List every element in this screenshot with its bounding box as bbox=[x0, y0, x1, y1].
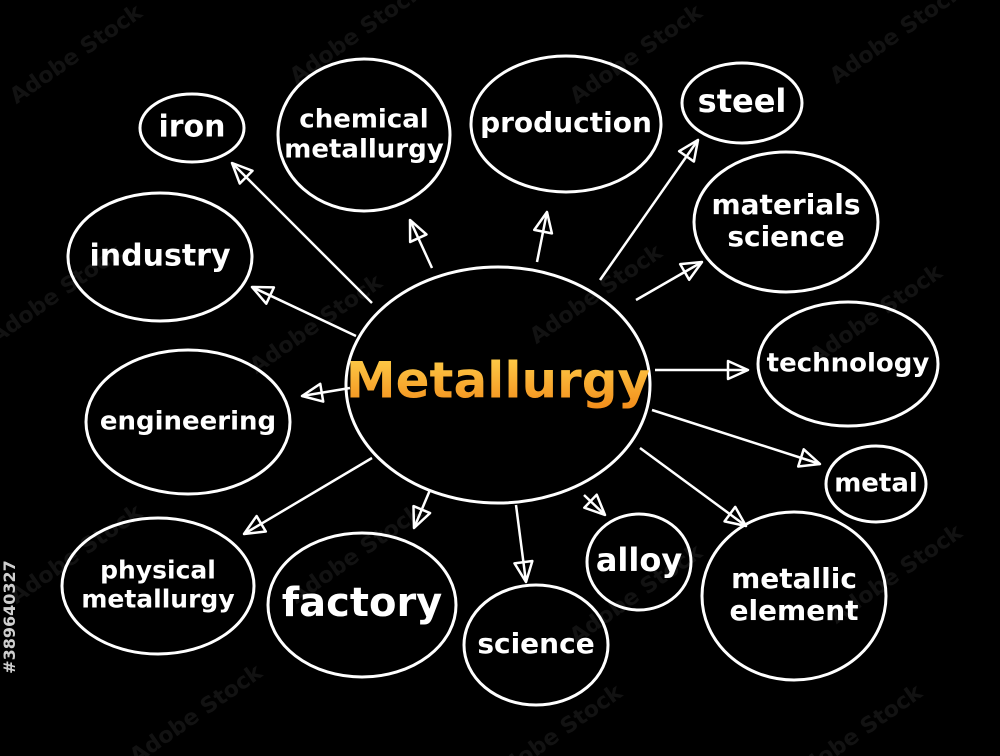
link-engineering bbox=[301, 386, 351, 398]
node-label-science-0: science bbox=[477, 627, 594, 660]
node-steel: steel bbox=[680, 61, 804, 145]
node-ellipse-physical-metallurgy bbox=[60, 516, 256, 656]
arrowhead-iron bbox=[230, 161, 254, 185]
arrowhead-alloy bbox=[583, 493, 607, 517]
node-ellipse-engineering bbox=[84, 348, 292, 496]
node-label-engineering-0: engineering bbox=[100, 407, 276, 437]
node-label-iron-0: iron bbox=[158, 110, 225, 145]
node-factory: factory bbox=[266, 531, 458, 679]
arrowhead-factory bbox=[412, 504, 432, 530]
node-ellipse-production bbox=[469, 54, 663, 194]
center-ellipse bbox=[344, 265, 652, 505]
link-iron bbox=[231, 162, 373, 304]
watermark-text: Adobe Stock bbox=[565, 0, 708, 109]
node-label-metallic-element-1: element bbox=[729, 594, 858, 627]
arrowhead-production bbox=[533, 210, 554, 235]
node-label-factory-0: factory bbox=[282, 580, 443, 626]
watermark-text: Adobe Stock bbox=[5, 0, 148, 109]
node-ellipse-alloy bbox=[585, 512, 693, 612]
arrowhead-industry bbox=[250, 285, 276, 305]
node-label-metallic-element-0: metallic bbox=[731, 562, 857, 595]
stock-id-label: #389640327 bbox=[0, 560, 19, 674]
link-materials-science bbox=[635, 260, 703, 302]
node-ellipse-industry bbox=[66, 191, 254, 323]
arrowhead-engineering bbox=[300, 382, 325, 403]
link-metallic-element bbox=[639, 446, 747, 528]
arrowhead-metallic-element bbox=[723, 505, 748, 528]
node-ellipse-metal bbox=[824, 444, 928, 524]
arrowhead-materials-science bbox=[678, 260, 704, 282]
links-layer bbox=[230, 138, 822, 584]
node-alloy: alloy bbox=[585, 512, 693, 612]
node-ellipse-materials-science bbox=[692, 150, 880, 294]
node-ellipse-factory bbox=[266, 531, 458, 679]
node-label-chemical-metallurgy-0: chemical bbox=[299, 105, 428, 135]
node-label-steel-0: steel bbox=[698, 82, 787, 120]
center-label: Metallurgy bbox=[346, 352, 650, 410]
node-engineering: engineering bbox=[84, 348, 292, 496]
node-science: science bbox=[462, 583, 610, 707]
node-ellipse-iron bbox=[138, 92, 246, 164]
node-technology: technology bbox=[756, 300, 940, 428]
node-label-industry-0: industry bbox=[89, 239, 230, 274]
node-industry: industry bbox=[66, 191, 254, 323]
link-chemical-metallurgy bbox=[408, 219, 434, 269]
node-ellipse-technology bbox=[756, 300, 940, 428]
node-production: production bbox=[469, 54, 663, 194]
node-iron: iron bbox=[138, 92, 246, 164]
arrowhead-metal bbox=[796, 448, 822, 468]
link-science bbox=[514, 504, 528, 583]
link-metal bbox=[651, 408, 821, 466]
node-label-physical-metallurgy-1: metallurgy bbox=[81, 584, 234, 613]
node-label-metal-0: metal bbox=[834, 469, 918, 499]
node-ellipse-metallic-element bbox=[700, 510, 888, 682]
watermark-text: Adobe Stock bbox=[285, 0, 428, 89]
arrowhead-science bbox=[513, 559, 534, 584]
link-steel bbox=[598, 139, 700, 281]
arrowhead-steel bbox=[677, 138, 700, 163]
node-label-technology-0: technology bbox=[767, 349, 930, 379]
node-label-production-0: production bbox=[480, 106, 652, 139]
watermark-text: Adobe Stock bbox=[825, 0, 968, 89]
link-production bbox=[535, 211, 549, 263]
link-alloy bbox=[583, 494, 606, 516]
arrowhead-physical-metallurgy bbox=[242, 514, 268, 536]
node-ellipse-science bbox=[462, 583, 610, 707]
node-label-materials-science-1: science bbox=[727, 220, 844, 253]
node-label-physical-metallurgy-0: physical bbox=[100, 556, 216, 585]
arrowhead-chemical-metallurgy bbox=[408, 218, 428, 244]
node-ellipse-chemical-metallurgy bbox=[276, 57, 452, 213]
watermark-text: Adobe Stock bbox=[785, 679, 928, 756]
center-node: Metallurgy bbox=[344, 265, 652, 505]
arrowhead-technology bbox=[726, 359, 750, 381]
node-label-alloy-0: alloy bbox=[596, 541, 683, 579]
node-label-materials-science-0: materials bbox=[711, 188, 860, 221]
node-ellipse-steel bbox=[680, 61, 804, 145]
node-metal: metal bbox=[824, 444, 928, 524]
watermark-text: Adobe Stock bbox=[485, 679, 628, 756]
watermark-text: Adobe Stock bbox=[125, 659, 268, 756]
node-label-chemical-metallurgy-1: metallurgy bbox=[284, 134, 443, 164]
link-physical-metallurgy bbox=[243, 456, 373, 536]
